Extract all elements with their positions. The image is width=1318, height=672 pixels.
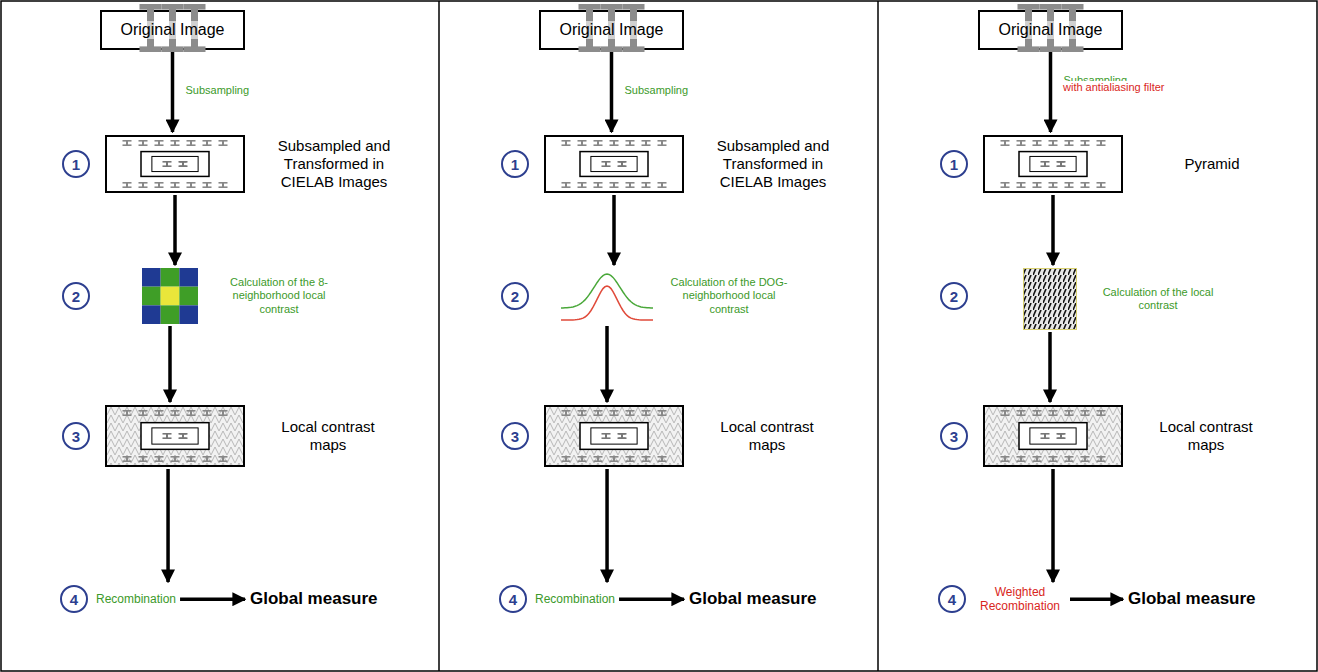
image-box: Local contrast maps xyxy=(105,405,245,467)
result-text: Global measure xyxy=(250,589,378,609)
flow-arrow xyxy=(605,469,609,582)
step-circle: 1 xyxy=(501,150,529,178)
callout-number: 1 xyxy=(72,157,80,172)
callout-number: 3 xyxy=(72,429,80,444)
image-box: Original Image xyxy=(100,10,245,50)
flow-arrow xyxy=(1051,195,1055,265)
step-action: Recombination xyxy=(535,592,615,606)
callout-number: 4 xyxy=(948,592,956,607)
step-action: Weighted Recombination xyxy=(974,585,1066,614)
callout-number: 2 xyxy=(511,289,519,304)
flow-arrow xyxy=(166,469,170,582)
step-circle: 3 xyxy=(501,422,529,450)
side-text: Pyramid xyxy=(1137,123,1287,205)
edge-label: Subsampling xyxy=(624,84,690,96)
contrast-illustration: Calculation of the DOG-neighborhood loca… xyxy=(561,268,653,324)
side-text: Local contrast maps xyxy=(1141,393,1271,479)
step-circle: 4 xyxy=(60,585,88,613)
flow-arrow xyxy=(619,597,684,601)
step-circle: 2 xyxy=(940,282,968,310)
step-circle: 4 xyxy=(499,585,527,613)
result-text: Global measure xyxy=(689,589,817,609)
step-row: 4 Weighted Recombination xyxy=(938,585,1066,614)
callout-number: 4 xyxy=(509,592,517,607)
box-label: Original Image xyxy=(995,21,1105,39)
flow-arrow xyxy=(605,326,609,402)
flow-arrow xyxy=(173,195,177,265)
step-caption: Subsampled and Transformed in CIELAB Ima… xyxy=(259,137,409,191)
flow-arrow xyxy=(610,52,614,132)
contrast-illustration: Calculation of the 8-neighborhood local … xyxy=(142,268,198,324)
step-circle: 1 xyxy=(940,150,968,178)
step-description: Calculation of the DOG-neighborhood loca… xyxy=(669,276,789,316)
image-box: Local contrast maps xyxy=(544,405,684,467)
step-circle: 3 xyxy=(940,422,968,450)
image-box: Original Image xyxy=(539,10,684,50)
panel-divider xyxy=(877,1,879,671)
step-caption: Local contrast maps xyxy=(1141,418,1271,454)
edge-label-box: Subsampling xyxy=(185,84,251,96)
step-circle: 2 xyxy=(62,282,90,310)
side-text: Local contrast maps xyxy=(263,393,393,479)
callout-number: 3 xyxy=(511,429,519,444)
annotation-note: with antialiasing filter xyxy=(1062,81,1166,93)
step-circle: 4 xyxy=(938,585,966,613)
callout-number: 1 xyxy=(950,157,958,172)
edge-label: Subsampling xyxy=(185,84,251,96)
side-text: Subsampled and Transformed in CIELAB Ima… xyxy=(259,123,409,205)
step-circle: 1 xyxy=(62,150,90,178)
image-box: Subsampled and Transformed in CIELAB Ima… xyxy=(105,135,245,193)
flow-arrow xyxy=(171,52,175,132)
step-row: 4 Recombination xyxy=(60,585,176,613)
step-caption: Local contrast maps xyxy=(702,418,832,454)
callout-number: 3 xyxy=(950,429,958,444)
flow-arrow xyxy=(1048,332,1052,402)
side-text: Calculation of the local contrast xyxy=(1099,254,1217,344)
image-box: Local contrast maps xyxy=(983,405,1123,467)
box-label: Original Image xyxy=(556,21,666,39)
side-text: Subsampled and Transformed in CIELAB Ima… xyxy=(698,123,848,205)
step-caption: Subsampled and Transformed in CIELAB Ima… xyxy=(698,137,848,191)
step-circle: 2 xyxy=(501,282,529,310)
flow-arrow xyxy=(1070,597,1123,601)
result-text: Global measure xyxy=(250,589,378,609)
image-box: Original Image xyxy=(978,10,1123,50)
flow-arrow xyxy=(1051,469,1055,582)
result-text: Global measure xyxy=(1128,589,1256,609)
edge-label-box: Subsampling xyxy=(624,84,690,96)
step-caption: Pyramid xyxy=(1184,155,1239,173)
box-label: Original Image xyxy=(117,21,227,39)
step-circle: 3 xyxy=(62,422,90,450)
image-box: Pyramid xyxy=(983,135,1123,193)
callout-number: 2 xyxy=(72,289,80,304)
image-box: Subsampled and Transformed in CIELAB Ima… xyxy=(544,135,684,193)
flow-arrow xyxy=(180,597,245,601)
step-action: Recombination xyxy=(96,592,176,606)
panel-divider xyxy=(438,1,440,671)
callout-number: 4 xyxy=(70,592,78,607)
flow-arrow xyxy=(168,326,172,402)
flow-arrow xyxy=(1049,52,1053,132)
result-text: Global measure xyxy=(1128,589,1256,609)
side-text: Calculation of the DOG-neighborhood loca… xyxy=(669,254,789,338)
step-description: Calculation of the local contrast xyxy=(1099,286,1217,312)
step-caption: Local contrast maps xyxy=(263,418,393,454)
step-description: Calculation of the 8-neighborhood local … xyxy=(220,276,338,316)
result-text: Global measure xyxy=(689,589,817,609)
note-box: with antialiasing filter xyxy=(1062,81,1166,93)
side-text: Local contrast maps xyxy=(702,393,832,479)
step-row: 4 Recombination xyxy=(499,585,615,613)
callout-number: 1 xyxy=(511,157,519,172)
flow-arrow xyxy=(612,195,616,265)
side-text: Calculation of the 8-neighborhood local … xyxy=(220,254,338,338)
callout-number: 2 xyxy=(950,289,958,304)
contrast-illustration: Calculation of the local contrast xyxy=(1023,268,1077,330)
